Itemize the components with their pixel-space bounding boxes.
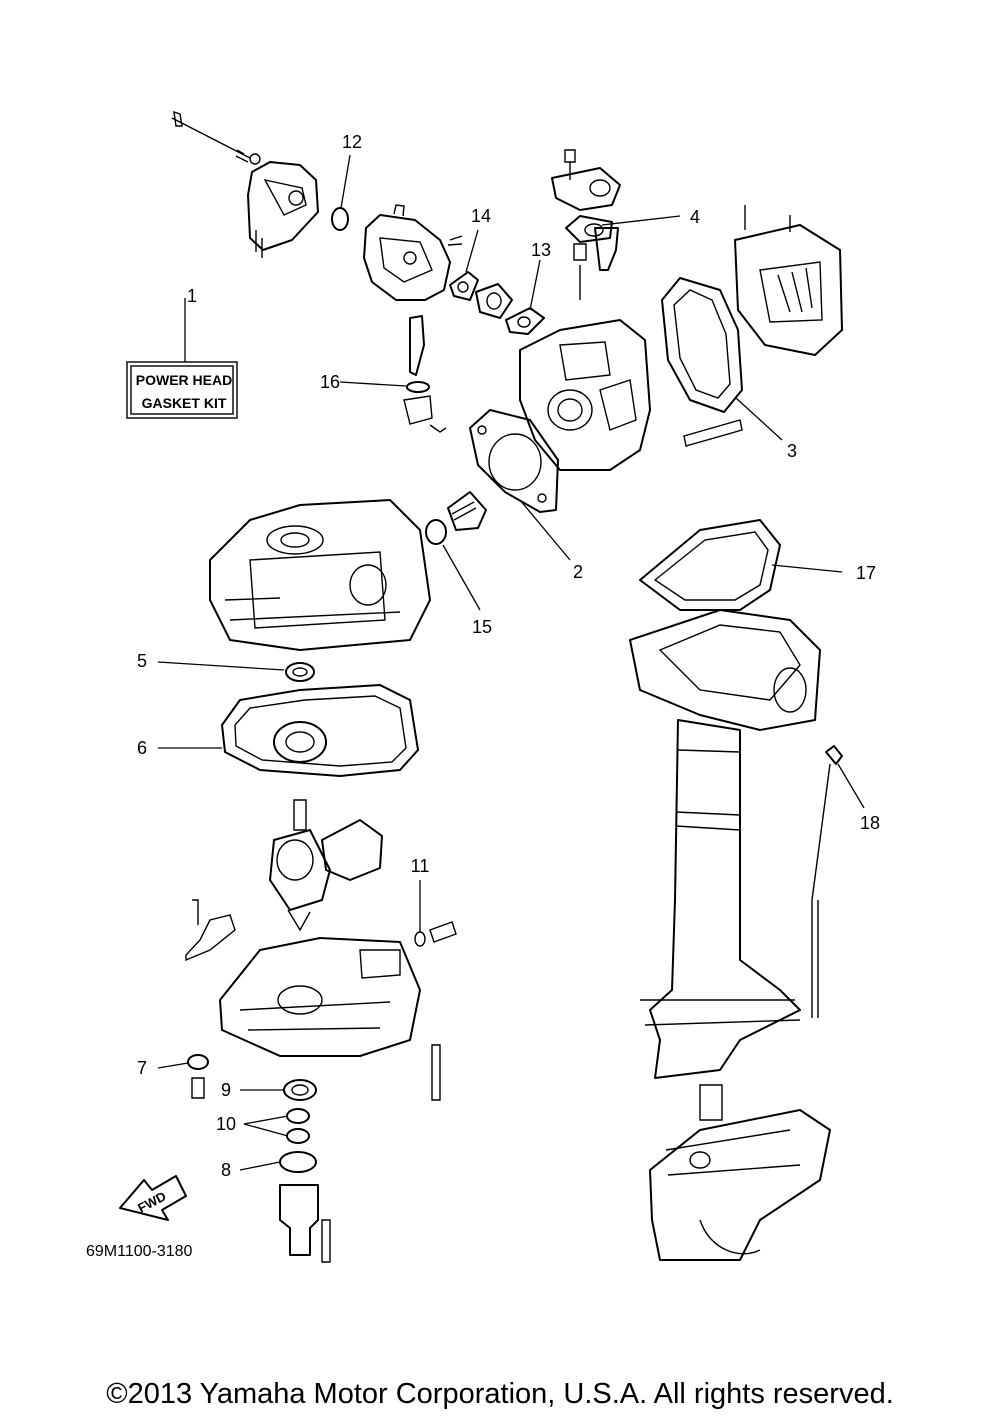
forward-direction-arrow: FWD [119, 1175, 187, 1221]
callout-17: 17 [856, 563, 876, 583]
callout-9: 9 [221, 1080, 231, 1100]
washer-7 [187, 1054, 209, 1099]
kit-label-line2: GASKET KIT [142, 395, 227, 411]
intake-spacer [475, 283, 513, 319]
oil-seals-10 [286, 1108, 310, 1144]
cylinder-head-cover [734, 205, 843, 356]
head-cover-gasket-3 [661, 277, 743, 413]
valve-assembly [447, 491, 487, 531]
carburetor-assembly [363, 204, 463, 433]
rear-cover-assembly [171, 110, 319, 258]
o-ring-8 [279, 1151, 317, 1173]
callout-numbers: 1 2 3 4 5 6 7 8 9 10 11 12 13 14 15 16 1… [137, 132, 880, 1180]
lower-unit [649, 1109, 831, 1261]
drain-bolt-11 [414, 921, 457, 947]
exhaust-guide-gasket-17 [639, 519, 781, 611]
callout-10: 10 [216, 1114, 236, 1134]
callout-6: 6 [137, 738, 147, 758]
o-ring-16 [406, 381, 430, 393]
callout-5: 5 [137, 651, 147, 671]
callout-11: 11 [411, 856, 430, 876]
intake-gasket-14 [449, 271, 479, 301]
thermostat-cover-assembly [551, 149, 621, 300]
oil-pump-housing [279, 1184, 331, 1263]
callout-12: 12 [342, 132, 362, 152]
cylinder-head-gasket-2 [469, 409, 559, 513]
callout-4: 4 [690, 207, 700, 227]
callout-18: 18 [860, 813, 880, 833]
exhaust-guide [629, 609, 821, 731]
power-head-gasket-kit-label: POWER HEAD GASKET KIT [126, 361, 238, 419]
crankcase-gasket-6 [221, 684, 419, 777]
kit-label-line1: POWER HEAD [136, 372, 232, 388]
water-hose-18 [811, 745, 843, 1018]
o-ring-15 [425, 519, 447, 545]
cylinder-block [209, 499, 431, 651]
leader-lines [157, 154, 865, 1171]
crankshaft-piston-assembly [269, 799, 383, 932]
callout-14: 14 [471, 206, 491, 226]
callout-8: 8 [221, 1160, 231, 1180]
crankcase-bolt [431, 1044, 441, 1101]
callout-1: 1 [187, 286, 197, 306]
callout-7: 7 [137, 1058, 147, 1078]
oil-seal-9 [283, 1079, 317, 1101]
diagram-code: 69M1100-3180 [86, 1243, 193, 1260]
crankcase [185, 899, 421, 1057]
drive-shaft-housing [640, 719, 801, 1121]
o-ring-12 [331, 207, 349, 231]
intake-gasket-13 [505, 307, 545, 335]
callout-16: 16 [320, 372, 340, 392]
callout-3: 3 [787, 441, 797, 461]
cylinder-head [519, 319, 743, 471]
oil-seal-5 [285, 662, 315, 682]
callout-13: 13 [531, 240, 551, 260]
main-bearing [273, 721, 327, 763]
callout-2: 2 [573, 562, 583, 582]
copyright-notice: ©2013 Yamaha Motor Corporation, U.S.A. A… [106, 1378, 894, 1410]
callout-15: 15 [472, 617, 492, 637]
